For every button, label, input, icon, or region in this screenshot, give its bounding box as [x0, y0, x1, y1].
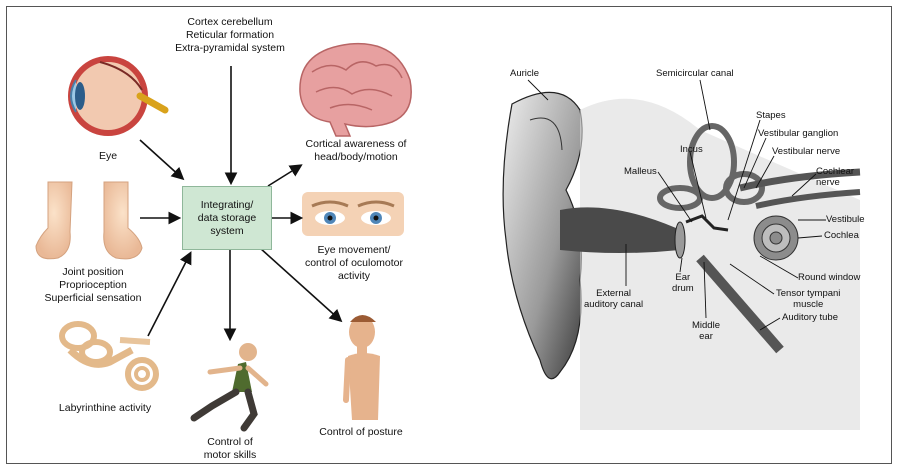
- reticular-line: Reticular formation: [172, 29, 288, 42]
- cortex-line: Cortex cerebellum: [172, 16, 288, 29]
- incus-label: Incus: [680, 144, 703, 155]
- extrapyramidal-line: Extra-pyramidal system: [172, 42, 288, 55]
- eyeball-illustration: [68, 56, 165, 136]
- cochlea-label: Cochlea: [824, 230, 859, 241]
- eye-movement-label: Eye movement/ control of oculomotor acti…: [294, 244, 414, 283]
- vestibular-ganglion-label: Vestibular ganglion: [758, 128, 838, 139]
- semicircular-canal-label: Semicircular canal: [656, 68, 734, 79]
- labyrinth-illustration: [62, 324, 156, 388]
- feet-illustration: [36, 182, 142, 259]
- posture-illustration: [346, 315, 380, 420]
- ear-drum-label: Ear drum: [672, 272, 694, 294]
- auricle-label: Auricle: [510, 68, 539, 79]
- labyrinthine-label: Labyrinthine activity: [46, 402, 164, 415]
- round-window-label: Round window: [798, 272, 860, 283]
- middle-ear-label: Middle ear: [692, 320, 720, 342]
- malleus-label: Malleus: [624, 166, 657, 177]
- motor-skills-label: Control of motor skills: [190, 436, 270, 462]
- brain-illustration: [300, 44, 411, 136]
- eyes-illustration: [302, 192, 404, 236]
- cortex-input-label: Cortex cerebellum Reticular formation Ex…: [172, 16, 288, 55]
- integrating-system-box: Integrating/ data storage system: [182, 186, 272, 250]
- cortical-awareness-label: Cortical awareness of head/body/motion: [292, 138, 420, 164]
- eye-label: Eye: [92, 150, 124, 163]
- vestibule-label: Vestibule: [826, 214, 865, 225]
- joint-position-label: Joint position Proprioception Superficia…: [34, 266, 152, 305]
- external-canal-label: External auditory canal: [584, 288, 643, 310]
- posture-label: Control of posture: [306, 426, 416, 439]
- cochlear-nerve-label: Cochlear nerve: [816, 166, 854, 188]
- vestibular-nerve-label: Vestibular nerve: [772, 146, 840, 157]
- tensor-tympani-label: Tensor tympani muscle: [776, 288, 840, 310]
- runner-illustration: [194, 343, 266, 428]
- stapes-label: Stapes: [756, 110, 786, 121]
- auditory-tube-label: Auditory tube: [782, 312, 838, 323]
